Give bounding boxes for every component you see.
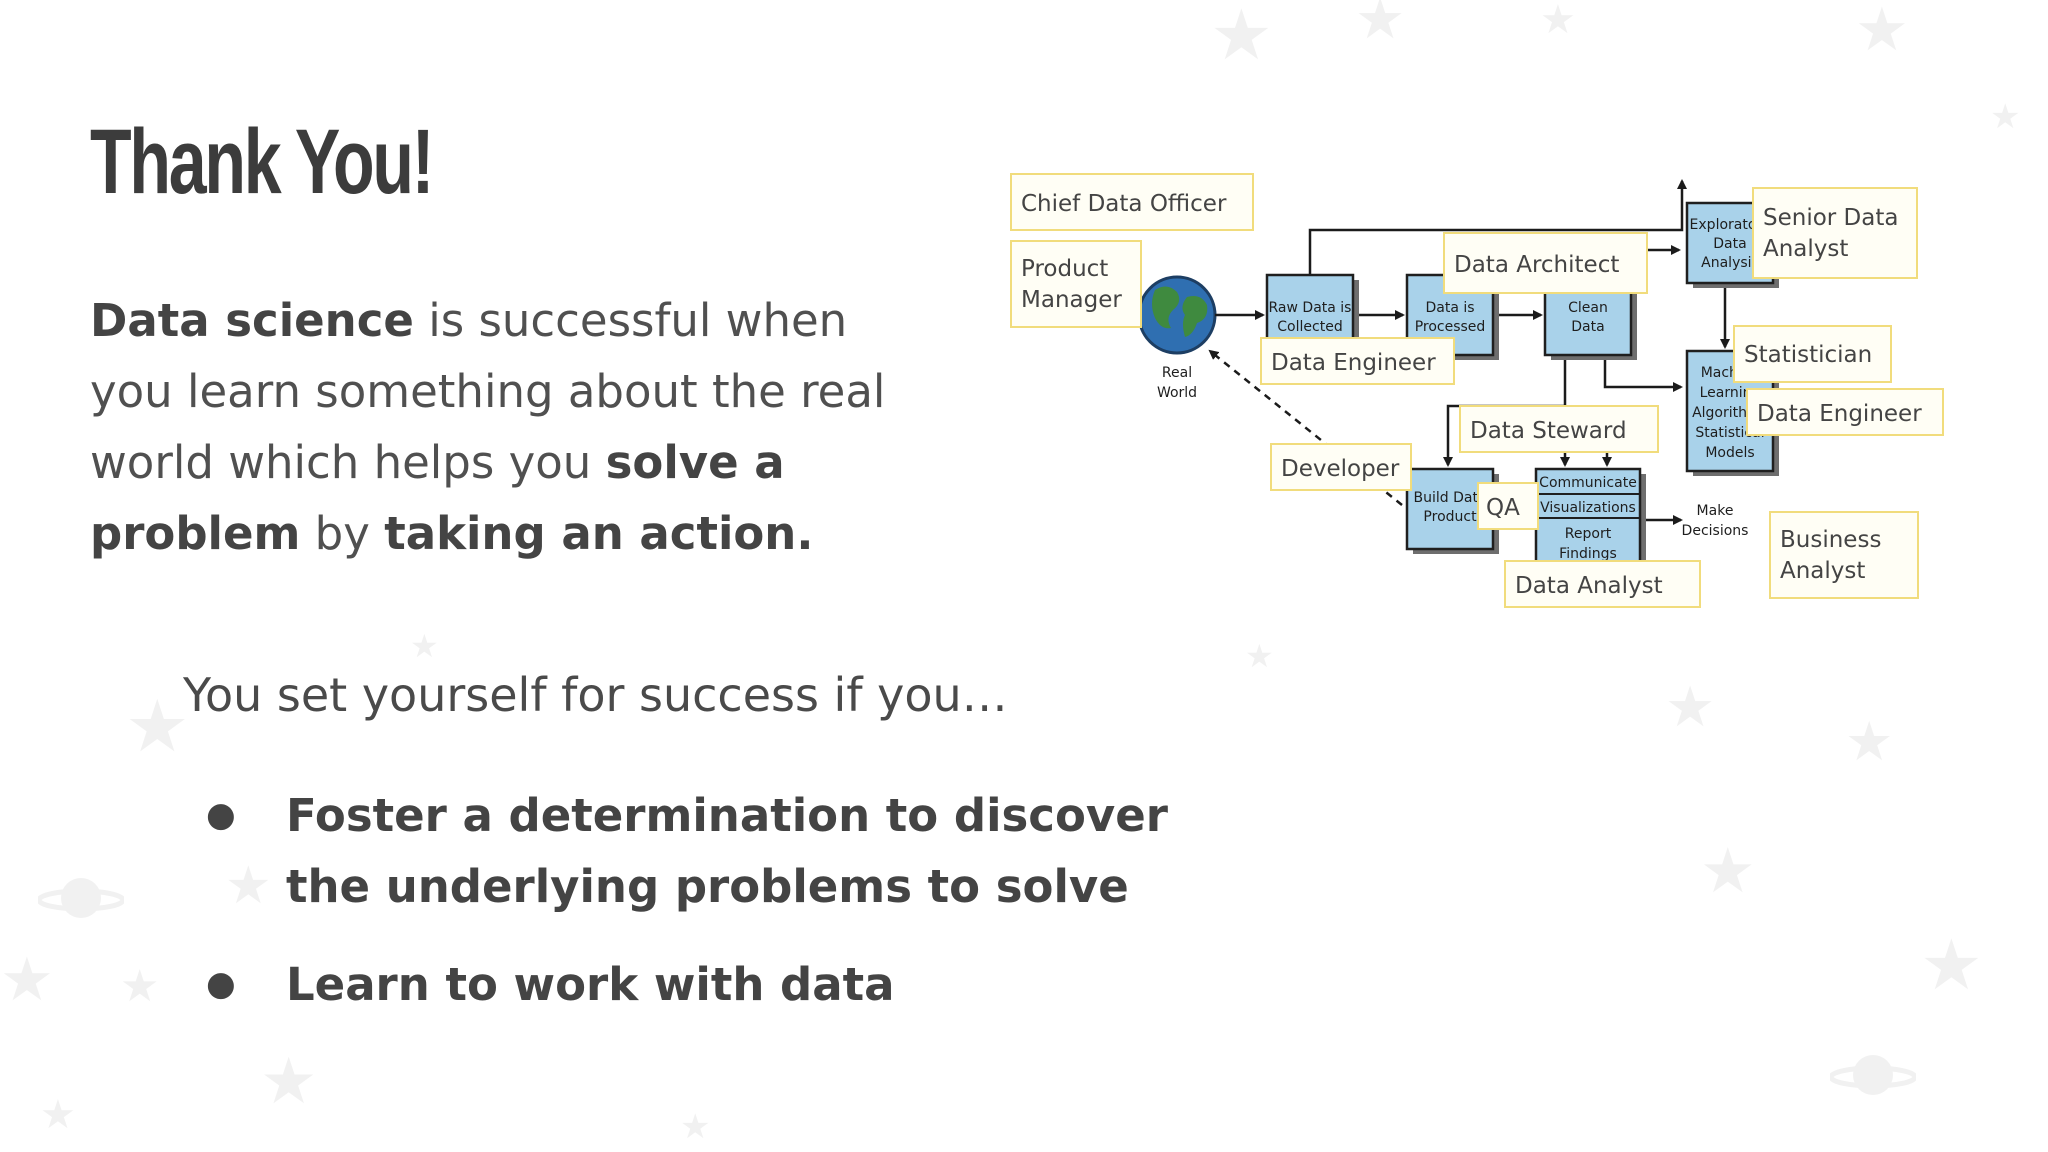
role-label: Product: [1021, 256, 1108, 282]
role-data-architect: Data Architect: [1443, 232, 1648, 294]
star-decoration: ★: [1245, 637, 1274, 675]
bullet-item: ● Foster a determination to discover the …: [190, 780, 1240, 922]
step-label: Models: [1705, 445, 1754, 461]
star-decoration: ★: [1845, 710, 1894, 773]
make-decisions-line1: Make: [1697, 503, 1734, 519]
globe-label-line1: Real: [1162, 365, 1192, 381]
data-science-process-diagram: Real World Raw Data is Collected Data is…: [1005, 165, 1965, 619]
role-data-engineer-right: Data Engineer: [1746, 388, 1944, 436]
role-label: Analyst: [1780, 558, 1865, 584]
planet-decoration: [1828, 1045, 1918, 1109]
intro-text: by: [300, 507, 385, 560]
role-label: Analyst: [1763, 236, 1848, 262]
intro-text: is successful when you learn something a…: [90, 294, 886, 489]
role-qa: QA: [1477, 482, 1539, 530]
star-decoration: ★: [1540, 0, 1576, 43]
step-label: Clean: [1568, 300, 1608, 316]
role-label: Data Engineer: [1757, 401, 1922, 427]
slide-title: Thank You!: [90, 111, 434, 213]
star-decoration: ★: [1665, 675, 1716, 740]
star-decoration: ★: [225, 856, 272, 916]
globe-label-line2: World: [1157, 385, 1197, 401]
star-decoration: ★: [40, 1092, 76, 1138]
star-decoration: ★: [0, 945, 54, 1015]
star-decoration: ★: [1700, 834, 1756, 907]
role-label: QA: [1486, 495, 1520, 521]
step-label: Collected: [1277, 319, 1342, 335]
step-label: Learning: [1700, 385, 1761, 401]
role-data-analyst: Data Analyst: [1504, 560, 1701, 608]
role-label: Data Architect: [1454, 252, 1619, 278]
role-label: Manager: [1021, 287, 1122, 313]
role-developer: Developer: [1270, 443, 1412, 491]
step-label: Build Data: [1413, 490, 1486, 506]
role-statistician: Statistician: [1733, 325, 1892, 383]
role-label: Developer: [1281, 456, 1400, 482]
step-label: Exploratory: [1690, 217, 1771, 233]
star-decoration: ★: [125, 684, 190, 768]
role-business-analyst: Business Analyst: [1769, 511, 1919, 599]
bullet-text: Learn to work with data: [286, 958, 895, 1011]
star-decoration: ★: [1990, 97, 2021, 137]
bullet-icon: ●: [206, 795, 236, 835]
intro-paragraph: Data science is successful when you lear…: [90, 285, 930, 569]
role-label: Statistician: [1744, 342, 1872, 368]
step-label: Visualizations: [1540, 500, 1636, 516]
step-label: Findings: [1559, 546, 1617, 562]
globe-icon: [1137, 275, 1217, 355]
star-decoration: ★: [680, 1107, 711, 1147]
step-label: Data is: [1425, 300, 1474, 316]
step-label: Raw Data is: [1269, 300, 1352, 316]
step-label: Analysis: [1701, 255, 1759, 271]
bullet-item: ● Learn to work with data: [190, 949, 1240, 1020]
star-decoration: ★: [1355, 0, 1406, 52]
step-label: Report: [1565, 526, 1612, 542]
intro-bold-taking-action: taking an action.: [384, 507, 814, 560]
role-label: Data Analyst: [1515, 573, 1663, 599]
star-decoration: ★: [410, 627, 439, 665]
bullet-text: Foster a determination to discover the u…: [286, 789, 1168, 913]
role-senior-data-analyst: Senior Data Analyst: [1752, 187, 1918, 279]
intro-bold-solve-problem: solve a problem: [90, 436, 785, 560]
role-label: Business: [1780, 527, 1881, 553]
planet-decoration: [36, 868, 126, 932]
role-label: Data Steward: [1470, 418, 1627, 444]
star-decoration: ★: [1210, 0, 1273, 76]
role-data-engineer-left: Data Engineer: [1260, 337, 1455, 385]
step-label: Data: [1713, 236, 1746, 252]
lead-text: You set yourself for success if you…: [183, 668, 1008, 722]
step-communicate-findings: Communicate Visualizations Report Findin…: [1534, 467, 1646, 574]
intro-bold-data-science: Data science: [90, 294, 414, 347]
step-label: Product: [1423, 509, 1477, 525]
bullet-list: ● Foster a determination to discover the …: [190, 780, 1240, 1047]
star-decoration: ★: [260, 1045, 318, 1119]
make-decisions-line2: Decisions: [1682, 523, 1749, 539]
role-label: Data Engineer: [1271, 350, 1436, 376]
star-decoration: ★: [1920, 924, 1983, 1006]
step-label: Data: [1571, 319, 1604, 335]
star-decoration: ★: [1855, 0, 1909, 65]
role-product-manager: Product Manager: [1010, 240, 1142, 328]
role-label: Chief Data Officer: [1021, 191, 1227, 217]
bullet-icon: ●: [206, 964, 236, 1004]
step-label: Processed: [1415, 319, 1486, 335]
step-label: Communicate: [1539, 475, 1637, 491]
role-label: Senior Data: [1763, 205, 1898, 231]
role-chief-data-officer: Chief Data Officer: [1010, 173, 1254, 231]
role-data-steward: Data Steward: [1459, 405, 1659, 453]
star-decoration: ★: [120, 961, 160, 1012]
